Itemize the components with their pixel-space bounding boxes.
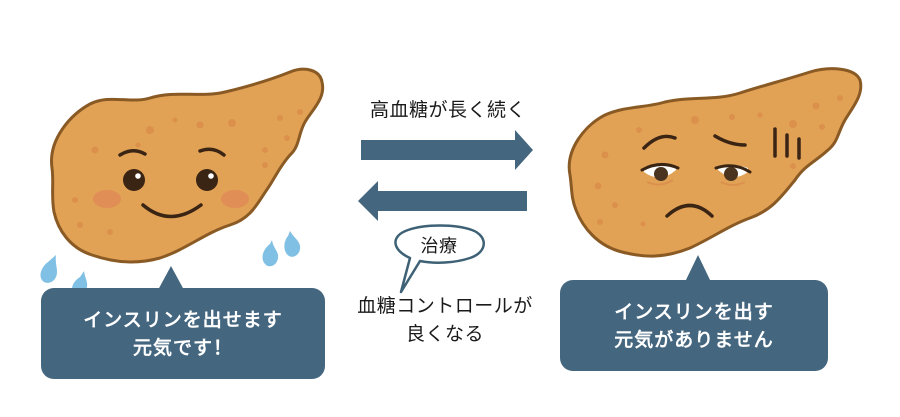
high-glucose-label: 高血糖が長く続く: [369, 99, 526, 121]
gloom-lines-icon: [773, 127, 801, 160]
healthy-caption: インスリンを出せます 元気です！: [41, 306, 325, 362]
tired-left-eye: [640, 163, 680, 186]
tired-caption-box: [560, 255, 828, 371]
treatment-speech-bubble: [394, 224, 485, 294]
arrow-left-glucose-control: [358, 181, 527, 221]
arrow-right-high-glucose: [361, 130, 533, 170]
tired-caption-line1: インスリンを出す: [614, 301, 774, 323]
tired-right-eye: [714, 164, 752, 186]
healthy-caption-line1: インスリンを出せます: [83, 309, 283, 331]
healthy-left-eye: [123, 169, 145, 191]
healthy-pancreas-body: [50, 67, 325, 264]
treatment-label: 治療: [420, 236, 458, 257]
healthy-smile: [141, 203, 203, 219]
tired-pancreas-illustration: [567, 67, 863, 258]
tired-caption-line2: 元気がありません: [614, 329, 774, 351]
tired-frown: [665, 203, 714, 218]
glucose-control-line1: 血糖コントロールが: [357, 295, 533, 317]
tired-pancreas-body: [567, 67, 863, 258]
tired-pancreas-spots: [594, 95, 843, 227]
healthy-caption-box: [41, 266, 325, 379]
healthy-pancreas-spots: [72, 109, 303, 235]
healthy-caption-line2: 元気です！: [132, 337, 233, 359]
glucose-control-label: 血糖コントロールが 良くなる: [340, 292, 550, 348]
healthy-pancreas-illustration: [50, 67, 325, 264]
healthy-right-eye: [196, 169, 218, 191]
glucose-control-line2: 良くなる: [405, 323, 484, 345]
tired-caption: インスリンを出す 元気がありません: [560, 298, 828, 354]
